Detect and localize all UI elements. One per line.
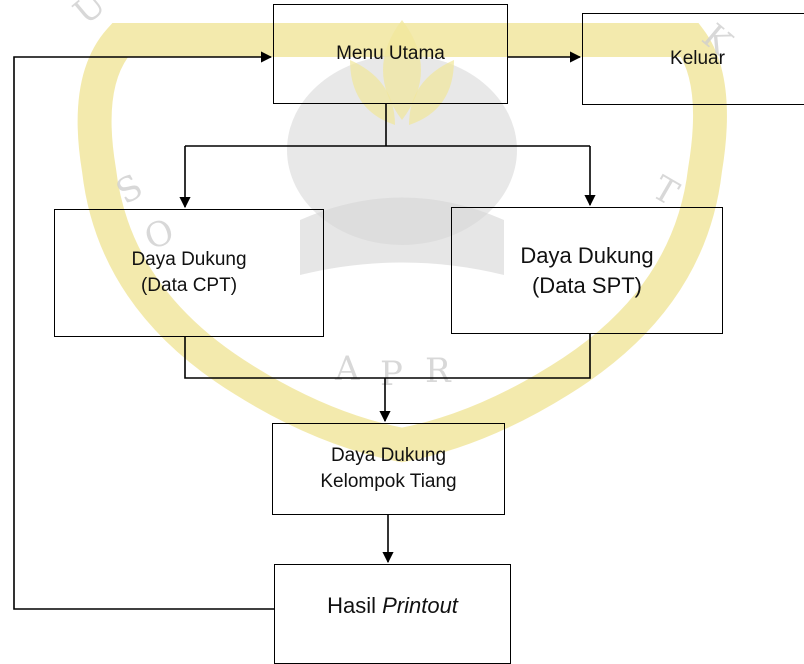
university-seal-watermark: S O A P R T U K [66, 0, 740, 463]
node-keluar-label: Keluar [670, 48, 725, 70]
node-cpt-line2: (Data CPT) [140, 275, 238, 296]
node-menu-utama-label: Menu Utama [336, 43, 445, 65]
node-cpt-line1: Daya Dukung [131, 249, 247, 271]
node-hasil-italic: Printout [382, 593, 458, 618]
node-hasil-plain: Hasil [327, 593, 383, 618]
node-daya-dukung-cpt: Daya Dukung (Data CPT) [54, 209, 324, 337]
seal-letter-a: A [334, 349, 360, 389]
seal-center-gray [287, 55, 517, 275]
node-kelompok-line1: Daya Dukung [330, 445, 447, 467]
edge-merge [184, 334, 591, 379]
flow-connectors [13, 51, 596, 610]
node-daya-dukung-kelompok-tiang: Daya Dukung Kelompok Tiang [272, 423, 505, 515]
node-hasil-printout: Hasil Printout [274, 564, 511, 664]
node-spt-line1: Daya Dukung [520, 242, 654, 268]
seal-lotus [350, 20, 454, 125]
node-daya-dukung-spt: Daya Dukung (Data SPT) [451, 207, 723, 334]
node-keluar: Keluar [582, 13, 804, 105]
node-hasil-label: Hasil Printout [327, 591, 458, 621]
edge-printout-to-menu [13, 51, 274, 610]
node-kelompok-line2: Kelompok Tiang [320, 471, 457, 492]
seal-shield [77, 22, 727, 463]
node-spt-line2: (Data SPT) [531, 272, 643, 298]
seal-letter-r: R [425, 351, 452, 391]
node-menu-utama: Menu Utama [273, 4, 508, 104]
